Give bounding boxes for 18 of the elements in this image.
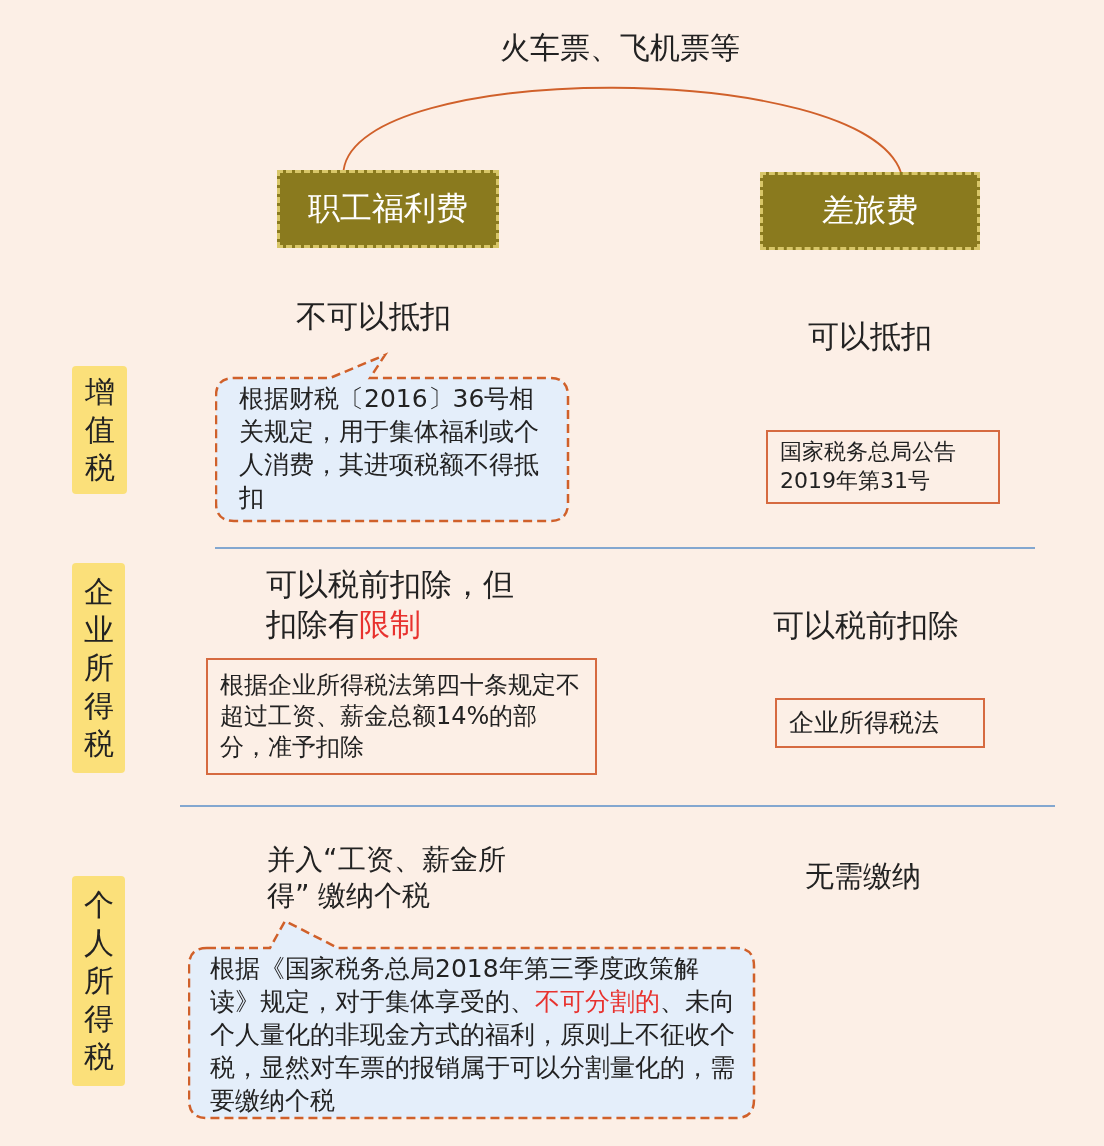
cell-text: 无需缴纳 <box>805 858 922 895</box>
connector-arc <box>342 86 902 173</box>
callout-bubble: 根据《国家税务总局2018年第三季度政策解读》规定，对于集体享受的、不可分割的、未向个人量化的非现金方式的福利，原则上不征收个税，显然对车票的报销属于可以分割量化的，需要缴纳个税 <box>188 918 756 1120</box>
expense-box: 差旅费 <box>760 172 980 250</box>
row-header: 个人所得税 <box>72 876 125 1086</box>
cell-text: 可以税前扣除，但扣除有限制 <box>266 565 515 645</box>
reference-box: 国家税务总局公告2019年第31号 <box>766 430 1000 504</box>
expense-box: 职工福利费 <box>277 170 499 248</box>
row-header: 企业所得税 <box>72 563 125 773</box>
reference-box: 企业所得税法 <box>775 698 985 748</box>
reference-box: 根据企业所得税法第四十条规定不超过工资、薪金总额14%的部分，准予扣除 <box>206 658 597 775</box>
cell-text: 不可以抵扣 <box>296 297 452 336</box>
cell-text: 并入“工资、薪金所得” 缴纳个税 <box>267 842 507 915</box>
edge-label: 火车票、飞机票等 <box>499 29 741 67</box>
callout-bubble: 根据财税〔2016〕36号相关规定，用于集体福利或个人消费，其进项税额不得抵扣 <box>215 352 570 523</box>
cell-text: 可以抵扣 <box>808 317 933 356</box>
row-header: 增值税 <box>72 366 127 494</box>
cell-text: 可以税前扣除 <box>773 606 960 645</box>
